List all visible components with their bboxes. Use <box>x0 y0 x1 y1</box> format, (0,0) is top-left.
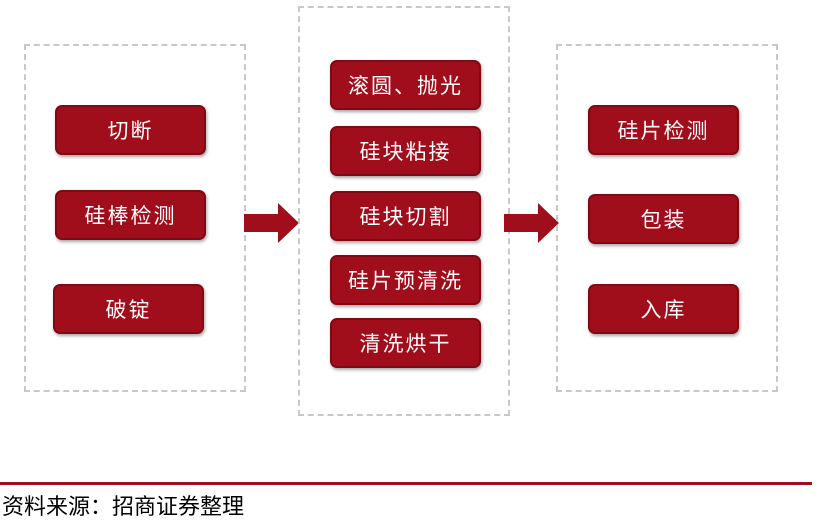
step-cut: 切断 <box>55 105 206 155</box>
step-ingot-inspection: 硅棒检测 <box>55 190 206 240</box>
stage2-group <box>298 6 510 416</box>
right-arrow-icon <box>244 203 299 243</box>
step-block-bonding: 硅块粘接 <box>330 126 481 176</box>
source-note: 资料来源：招商证券整理 <box>2 495 245 520</box>
right-arrow-icon <box>504 203 559 243</box>
step-wafer-inspection: 硅片检测 <box>588 105 739 155</box>
step-warehousing: 入库 <box>588 284 739 334</box>
source-divider <box>0 482 812 485</box>
step-wafer-precleaning: 硅片预清洗 <box>330 255 481 305</box>
step-packaging: 包装 <box>588 194 739 244</box>
step-ingot-breaking: 破锭 <box>53 284 204 334</box>
step-block-cutting: 硅块切割 <box>330 191 481 241</box>
step-cleaning-drying: 清洗烘干 <box>330 318 481 368</box>
step-rounding-polishing: 滚圆、抛光 <box>330 60 481 110</box>
stage3-group <box>556 44 778 392</box>
